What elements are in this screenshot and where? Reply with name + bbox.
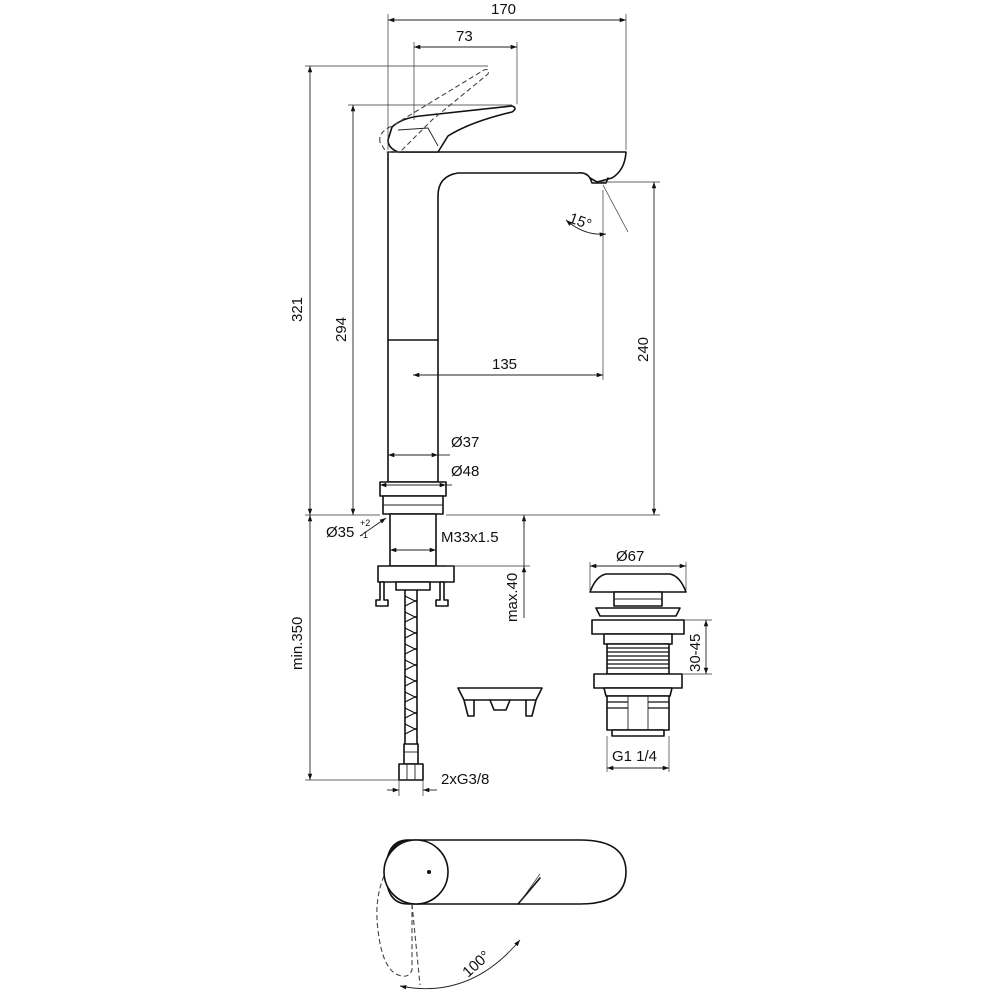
dim-overall-width: 170 [491, 1, 516, 18]
dim-hole-tol-plus: +2 [360, 518, 370, 528]
dim-base-diameter: Ø48 [451, 463, 479, 480]
waste-flange [591, 619, 685, 635]
dim-spout-height: 240 [635, 337, 652, 362]
spacer-piece [457, 687, 543, 717]
hose-nut [398, 763, 424, 781]
dimension-lines [305, 14, 660, 796]
waste-thread [606, 643, 670, 675]
dimension-labels: 170 73 321 294 240 135 15° Ø37 Ø48 Ø35 +… [289, 1, 704, 981]
dim-hose-length: min.350 [289, 617, 306, 670]
faucet-top-view [376, 839, 627, 990]
popup-waste [589, 562, 712, 772]
dim-max-thickness: max.40 [504, 573, 521, 622]
dim-hole-diameter: Ø35 [326, 524, 354, 541]
lever-handle [387, 105, 516, 153]
dim-body-diameter: Ø37 [451, 434, 479, 451]
dim-waste-range: 30-45 [687, 634, 704, 672]
dim-connection: 2xG3/8 [441, 771, 489, 788]
lever-handle-open [379, 68, 490, 153]
base-flange [379, 481, 447, 497]
top-lever-pivot [383, 839, 449, 905]
stud-right [435, 581, 449, 607]
dim-handle-offset: 73 [456, 28, 473, 45]
dim-waste-thread: G1 1/4 [612, 748, 657, 765]
dim-spout-reach: 135 [492, 356, 517, 373]
faucet-side-view [375, 68, 627, 781]
dim-thread: M33x1.5 [441, 529, 499, 546]
dim-waste-diameter: Ø67 [616, 548, 644, 565]
braided-hose [404, 589, 418, 747]
stud-left [375, 581, 389, 607]
aerator [589, 177, 609, 184]
thread-shank [389, 513, 437, 567]
waste-nut [593, 673, 683, 689]
hose-ferrule [403, 743, 419, 765]
dim-tilt-angle: 15° [567, 210, 594, 234]
dim-hole-tol-minus: -1 [360, 530, 368, 540]
faucet-body-outline [387, 151, 627, 483]
dim-handle-height: 294 [333, 317, 350, 342]
dim-overall-height: 321 [289, 297, 306, 322]
waste-cap [589, 573, 687, 593]
fixing-plate [377, 565, 455, 583]
